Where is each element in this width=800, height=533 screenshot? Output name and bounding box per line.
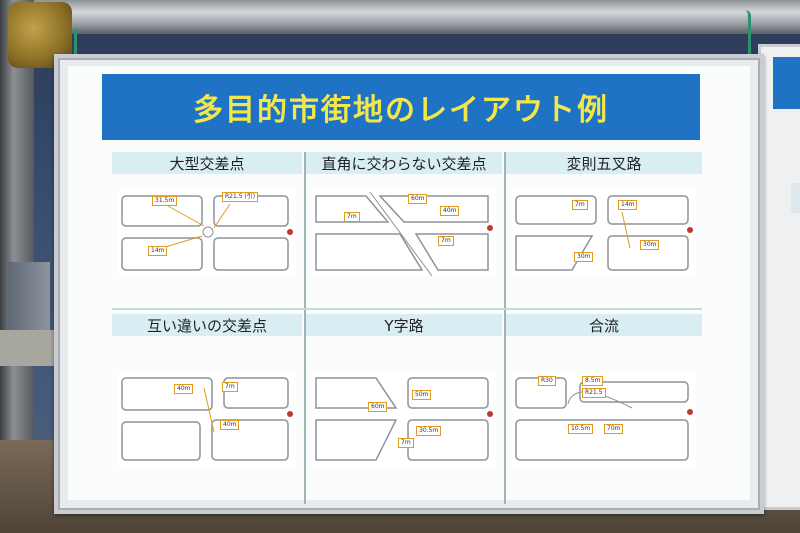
panel-staggered-intersection: 互い違いの交差点 40m 7m 40m — [112, 314, 302, 504]
panel-title: 互い違いの交差点 — [112, 314, 302, 336]
dimension-label: 50m — [412, 390, 432, 400]
dimension-label: R21.5 (引) — [222, 192, 259, 202]
road-layout-svg — [312, 372, 496, 468]
grid-divider — [112, 308, 702, 310]
dimension-label: 60m — [408, 194, 428, 204]
road-diagram: 7m 14m 30m 30m — [512, 186, 696, 282]
panel-title: 変則五叉路 — [506, 152, 702, 174]
panel-merge: 合流 R30 8.5m R21.5 10.5m 70m — [506, 314, 702, 504]
dimension-label: 7m — [438, 236, 454, 246]
panel-skewed-intersection: 直角に交わらない交差点 60m 40m 7m 7m — [306, 152, 502, 302]
dimension-label: 14m — [148, 246, 168, 256]
background-building — [8, 262, 50, 342]
road-layout-svg — [512, 190, 696, 276]
dimension-label: 7m — [398, 438, 414, 448]
dimension-label: 7m — [344, 212, 360, 222]
adjacent-signboard — [758, 44, 800, 510]
dimension-label: R30 — [538, 376, 556, 386]
panel-title: 大型交差点 — [112, 152, 302, 174]
road-diagram: 31.5m R21.5 (引) 14m — [118, 186, 296, 282]
road-diagram: R30 8.5m R21.5 10.5m 70m — [512, 368, 696, 472]
dimension-label: 14m — [618, 200, 638, 210]
panel-y-junction: Y字路 60m 50m 30.5m 7m — [306, 314, 502, 504]
panel-large-intersection: 大型交差点 31.5m R21.5 (引) 14m — [112, 152, 302, 302]
dimension-label: 7m — [222, 382, 238, 392]
road-layout-svg — [118, 190, 296, 276]
panel-irregular-five-way: 変則五叉路 7m 14m 30m 30m — [506, 152, 702, 302]
grid-divider — [504, 152, 506, 504]
background-building-low — [0, 330, 60, 366]
road-diagram: 40m 7m 40m — [118, 368, 296, 472]
title-banner: 多目的市街地のレイアウト例 — [102, 74, 700, 140]
dimension-label: 60m — [368, 402, 388, 412]
road-layout-svg — [312, 190, 496, 277]
dimension-label: 31.5m — [152, 196, 178, 206]
road-layout-svg — [118, 372, 296, 468]
dimension-label: R21.5 — [582, 388, 606, 398]
scaffold-pipe-top — [0, 0, 800, 34]
grid-divider — [304, 152, 306, 504]
dimension-label: 30m — [640, 240, 660, 250]
green-wire-right — [738, 10, 751, 62]
dimension-label: 8.5m — [582, 376, 604, 386]
road-diagram: 60m 40m 7m 7m — [312, 186, 496, 282]
signboard-face: 多目的市街地のレイアウト例 大型交差点 31.5m R — [68, 66, 750, 504]
panel-title: 合流 — [506, 314, 702, 336]
board-title: 多目的市街地のレイアウト例 — [193, 93, 609, 128]
signboard: 多目的市街地のレイアウト例 大型交差点 31.5m R — [54, 54, 764, 514]
panel-title: Y字路 — [306, 314, 502, 336]
panel-title: 直角に交わらない交差点 — [306, 152, 502, 174]
dimension-label: 40m — [220, 420, 240, 430]
dimension-label: 7m — [572, 200, 588, 210]
road-diagram: 60m 50m 30.5m 7m — [312, 368, 496, 472]
dimension-label: 40m — [440, 206, 460, 216]
dimension-label: 30m — [574, 252, 594, 262]
dimension-label: 30.5m — [416, 426, 442, 436]
dimension-label: 40m — [174, 384, 194, 394]
green-wire-left — [74, 28, 83, 70]
dimension-label: 70m — [604, 424, 624, 434]
dimension-label: 10.5m — [568, 424, 594, 434]
